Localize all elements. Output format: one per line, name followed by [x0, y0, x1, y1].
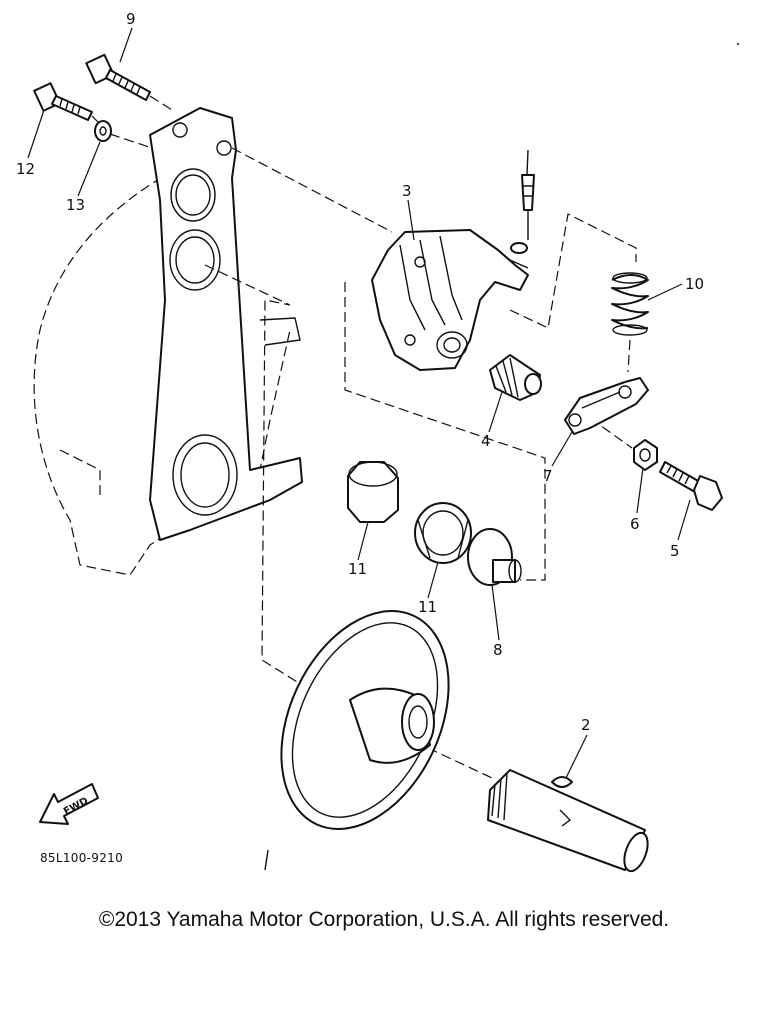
- leader-11a: [357, 521, 369, 561]
- nut-6: [633, 439, 658, 471]
- callout-11b: 11: [418, 598, 437, 616]
- callout-12: 12: [16, 160, 35, 178]
- leader-13: [77, 141, 101, 197]
- leader-10: [647, 283, 683, 301]
- leader-6: [636, 467, 644, 514]
- callout-10: 10: [685, 275, 704, 293]
- align-line-1: [231, 147, 393, 233]
- align-bracket-box: [344, 282, 546, 581]
- leader-7: [551, 431, 573, 467]
- leader-3: [407, 199, 415, 241]
- leader-12: [27, 109, 45, 159]
- callout-8: 8: [493, 641, 503, 659]
- align-spring-box: [509, 213, 637, 329]
- callout-2: 2: [581, 716, 591, 734]
- copyright-notice: ©2013 Yamaha Motor Corporation, U.S.A. A…: [98, 908, 670, 931]
- leader-5: [677, 499, 691, 541]
- bolt-12: [33, 82, 93, 121]
- align-spring-lever: [627, 339, 631, 373]
- leader-bolt9: [149, 95, 173, 111]
- key-2: [551, 776, 573, 788]
- callout-3: 3: [402, 182, 412, 200]
- leader-8: [491, 584, 500, 641]
- speck: [737, 43, 739, 45]
- callout-6: 6: [630, 515, 640, 533]
- bolt-5: [659, 461, 723, 511]
- diagram-code: 85L100-9210: [40, 851, 123, 865]
- exploded-parts-diagram: 2 3 4 5 6 7 8 9 10 11 11 12 13 FWD 85L10…: [16, 10, 739, 873]
- callout-7: 7: [543, 467, 553, 485]
- bushing-11a: [347, 461, 399, 523]
- callout-9: 9: [126, 10, 136, 28]
- shaft: [487, 769, 649, 873]
- leader-2: [565, 734, 588, 779]
- callout-5: 5: [670, 542, 680, 560]
- callout-13: 13: [66, 196, 85, 214]
- lever-7: [564, 377, 649, 435]
- bushing-11b: [414, 502, 472, 564]
- cable-end: [510, 149, 535, 254]
- leader-11b: [427, 561, 439, 599]
- cam-housing-3: [371, 229, 529, 371]
- leader-bolt12: [91, 115, 153, 149]
- housing-outline: [33, 169, 291, 576]
- washer-13: [94, 120, 112, 142]
- housing-tab: [59, 449, 101, 495]
- fwd-arrow-icon: FWD: [39, 783, 99, 825]
- leader-4: [488, 391, 503, 433]
- callout-4: 4: [481, 432, 491, 450]
- align-shaft: [427, 747, 493, 779]
- align-line-2: [204, 264, 311, 691]
- sheave-pulley: [264, 610, 450, 871]
- leader-9: [119, 27, 133, 63]
- worm-4: [489, 354, 542, 401]
- washer-8: [467, 528, 522, 586]
- bracket-plate: [149, 107, 303, 541]
- spring-10: [611, 272, 649, 336]
- callout-11a: 11: [348, 560, 367, 578]
- bolt-9: [85, 53, 151, 101]
